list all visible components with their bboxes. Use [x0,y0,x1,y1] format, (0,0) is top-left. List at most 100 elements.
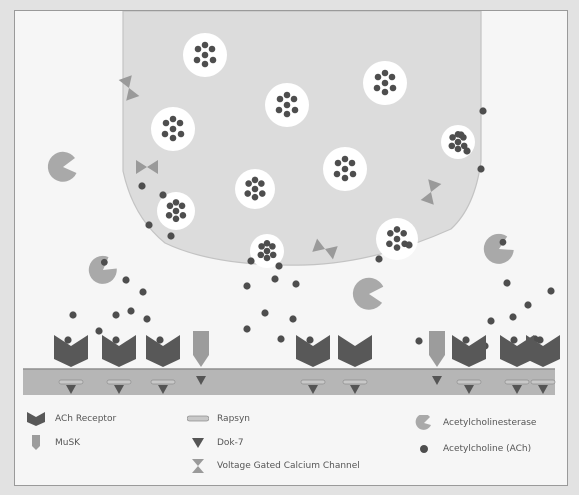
acetylcholine-molecule [258,252,265,259]
acetylcholine-molecule [138,182,145,189]
musk-body [429,331,445,367]
acetylcholine-molecule [173,215,180,222]
acetylcholine-molecule [349,160,356,167]
rapsyn [505,380,529,384]
acetylcholine-molecule [510,336,517,343]
dok7-icon [187,435,209,451]
legend-item-ach-receptor: ACh Receptor [25,411,116,427]
acetylcholine-molecule [275,262,282,269]
acetylcholine-molecule [245,180,252,187]
rapsyn-icon [187,411,209,427]
acetylcholine-molecule [405,241,412,248]
acetylcholinesterase [48,152,77,182]
synaptic-vesicle [376,218,418,260]
acetylcholine-molecule [455,146,462,153]
acetylcholine-molecule [477,165,484,172]
acetylcholine-molecule [252,186,259,193]
acetylcholine-molecule [159,191,166,198]
acetylcholine-molecule [69,311,76,318]
acetylcholine-molecule [334,171,341,178]
acetylcholine-molecule [139,288,146,295]
acetylcholine-molecule [162,131,169,138]
musk-icon [25,435,47,451]
acetylcholinesterase [480,230,517,268]
acetylcholine-molecule [173,199,180,206]
acetylcholine-molecule [209,46,216,53]
acetylcholine-molecule [386,240,393,247]
acetylcholine-molecule [375,74,382,81]
acetylcholine-molecule [387,230,394,237]
acetylcholine-molecule [415,337,422,344]
rapsyn [151,380,175,384]
acetylcholine-molecule [112,336,119,343]
acetylcholine-molecule [166,212,173,219]
acetylcholine-molecule [382,89,389,96]
acetylcholine-molecule [202,52,209,59]
acetylcholine-molecule [509,313,516,320]
synaptic-vesicle [235,169,275,209]
acetylcholine-molecule [382,70,389,77]
acetylcholine-molecule [243,282,250,289]
acetylcholine-molecule [112,311,119,318]
acetylcholine-molecule [167,203,174,210]
acetylcholine-molecule [202,42,209,49]
acetylcholine-molecule [342,166,349,173]
acetylcholine-molecule [463,147,470,154]
legend-label-ach-receptor: ACh Receptor [55,414,116,424]
calcium-channel-icon [187,458,209,474]
acetylcholine-molecule [178,131,185,138]
acetylcholine-molecule [394,226,401,233]
acetylcholine-molecule [259,190,266,197]
acetylcholine-molecule [292,107,299,114]
acetylcholine-molecule [342,175,349,182]
acetylcholine-molecule [252,194,259,201]
rapsyn [59,380,83,384]
acetylcholine-molecule [271,275,278,282]
acetylcholine-molecule [394,244,401,251]
synaptic-vesicle [441,125,475,159]
acetylcholine-molecule [170,135,177,142]
acetylcholine-molecule [394,236,401,243]
acetylcholine-molecule [177,120,184,127]
rapsyn [301,380,325,384]
synaptic-vesicle [183,33,227,77]
acetylcholine-molecule [284,102,291,109]
acetylcholine-molecule [170,126,177,133]
legend-label-acetylcholine: Acetylcholine (ACh) [443,444,531,454]
legend-label-calcium-channel: Voltage Gated Calcium Channel [217,461,360,471]
acetylcholine-molecule [95,327,102,334]
acetylcholine-molecule [389,74,396,81]
acetylcholinesterase-icon [413,415,435,431]
acetylcholine-molecule [292,280,299,287]
acetylcholine-molecule [449,143,456,150]
acetylcholine-molecule [145,221,152,228]
acetylcholine-molecule [536,336,543,343]
acetylcholinesterase [350,275,386,312]
legend-label-dok7: Dok-7 [217,438,244,448]
enzyme-body [48,152,77,182]
acetylcholine-molecule [243,325,250,332]
rapsyn [457,380,481,384]
acetylcholine-molecule [167,232,174,239]
acetylcholine-molecule [503,279,510,286]
acetylcholine-molecule [289,315,296,322]
acetylcholinesterase [84,251,121,289]
acetylcholine-molecule [284,92,291,99]
nmj-figure: ACh Receptor MuSK Rapsyn Dok-7 Voltage G… [14,10,568,486]
acetylcholine-molecule [122,276,129,283]
acetylcholine-molecule [244,190,251,197]
acetylcholine-molecule [400,230,407,237]
acetylcholine-molecule [202,61,209,68]
acetylcholine-molecule [479,107,486,114]
acetylcholine-molecule [390,85,397,92]
legend-item-dok7: Dok-7 [187,435,244,451]
enzyme-body [480,230,517,268]
acetylcholine-molecule [264,255,271,262]
acetylcholine-molecule [210,57,217,64]
acetylcholine-molecule [291,96,298,103]
acetylcholine-molecule [455,139,462,146]
acetylcholine-molecule [342,156,349,163]
acetylcholine-molecule [335,160,342,167]
acetylcholine-molecule [247,257,254,264]
acetylcholine-molecule [277,96,284,103]
